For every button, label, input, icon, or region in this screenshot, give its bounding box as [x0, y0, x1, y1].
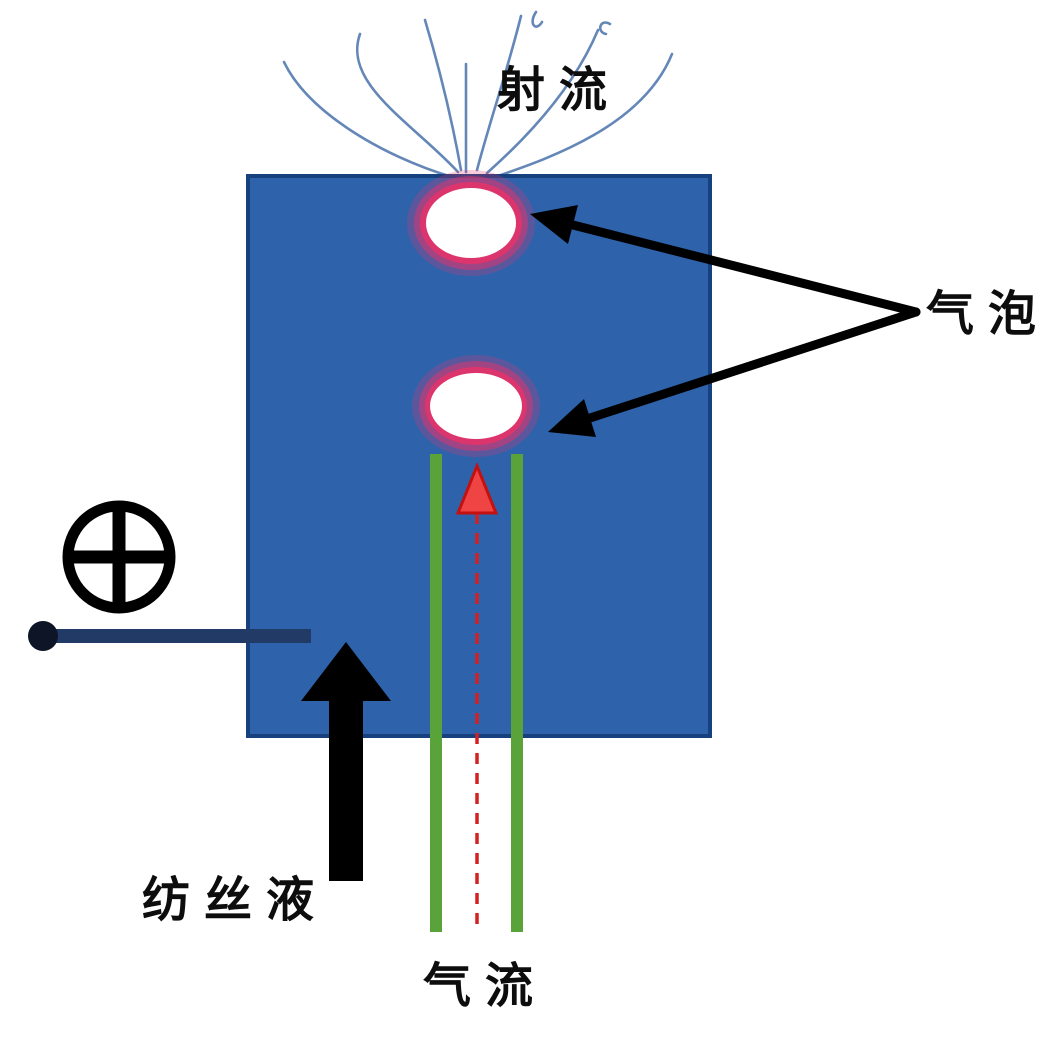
label-bubbles: 气泡 [926, 286, 1051, 342]
jet-line-right-outer [493, 52, 674, 179]
jet-line-right-inner [475, 14, 523, 172]
gas-tube-right-wall [511, 454, 523, 932]
pump-symbol [28, 500, 311, 651]
bubble-top [407, 170, 535, 276]
bubble-pointer-line-lower [585, 307, 921, 423]
bubble-lower [412, 355, 540, 457]
jet-line-left-inner [423, 18, 463, 172]
jet-line-left-mid [356, 32, 460, 174]
airflow-arrow [455, 461, 499, 929]
bubble-lower-body [430, 373, 522, 439]
label-jet: 射流 [497, 62, 622, 118]
airflow-arrowhead [455, 461, 499, 515]
jet-curl-top-right [598, 21, 612, 36]
bubble-pointer-head-lower [548, 399, 596, 437]
bubble-pointer-arrows [530, 205, 921, 437]
feed-pipe [43, 629, 311, 643]
label-air-flow: 气流 [423, 958, 548, 1014]
bubble-top-body [426, 188, 516, 258]
jet-line-left-outer [282, 60, 454, 179]
bubble-pointer-head-top [530, 205, 578, 244]
gas-tube-left-wall [430, 454, 442, 932]
label-spinning-solution: 纺丝液 [142, 872, 329, 928]
solution-inlet-arrow [301, 642, 391, 881]
bubble-pointer-line-top [568, 220, 921, 317]
jet-streams [282, 10, 674, 179]
gas-tube [430, 454, 523, 932]
jet-curl-top-center [531, 10, 544, 28]
jet-line-right-mid [485, 28, 600, 175]
feed-pipe-end-dot [28, 621, 58, 651]
